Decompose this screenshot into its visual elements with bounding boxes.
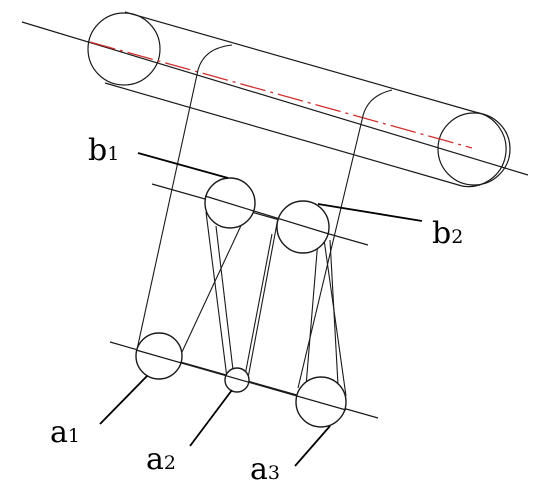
drum-axis-line (21, 21, 529, 176)
upper-axis-line (151, 183, 369, 246)
drum-left-end (87, 12, 161, 86)
leader-b2 (317, 203, 423, 222)
pulley-b2 (276, 200, 330, 254)
pulley-b1 (204, 177, 256, 229)
drum-top-edge (124, 11, 476, 113)
drum-centerline (89, 41, 473, 149)
label-b1: b1 (88, 133, 119, 168)
pulley-a3 (295, 376, 347, 428)
lower-axis-overlay (135, 349, 347, 411)
belt-b1-a2-right (215, 225, 234, 371)
pulley-a2 (224, 367, 250, 393)
upper-axis-overlay (204, 195, 330, 235)
label-a2: a2 (146, 442, 176, 477)
belt-drum-a3-left (297, 89, 393, 389)
belt-a2-b2-left (247, 217, 279, 379)
label-a3: a3 (250, 452, 280, 487)
belt-b2-a3-right (305, 239, 319, 387)
leader-b1 (137, 152, 229, 179)
leader-a2 (189, 389, 233, 447)
belt-a2-b2-right (242, 233, 273, 387)
belt-b1-a2-left (205, 211, 228, 379)
label-a1: a1 (50, 415, 80, 450)
belt-drum-a1-left (135, 44, 233, 355)
belt-a1-b1 (181, 201, 253, 353)
leader-a3 (294, 425, 331, 467)
belt-b2-a3-outer (329, 239, 339, 386)
drum-bottom-edge (104, 82, 463, 187)
drum-right-end-circle (437, 112, 511, 186)
leader-a1 (99, 375, 148, 425)
label-b2: b2 (432, 216, 463, 251)
